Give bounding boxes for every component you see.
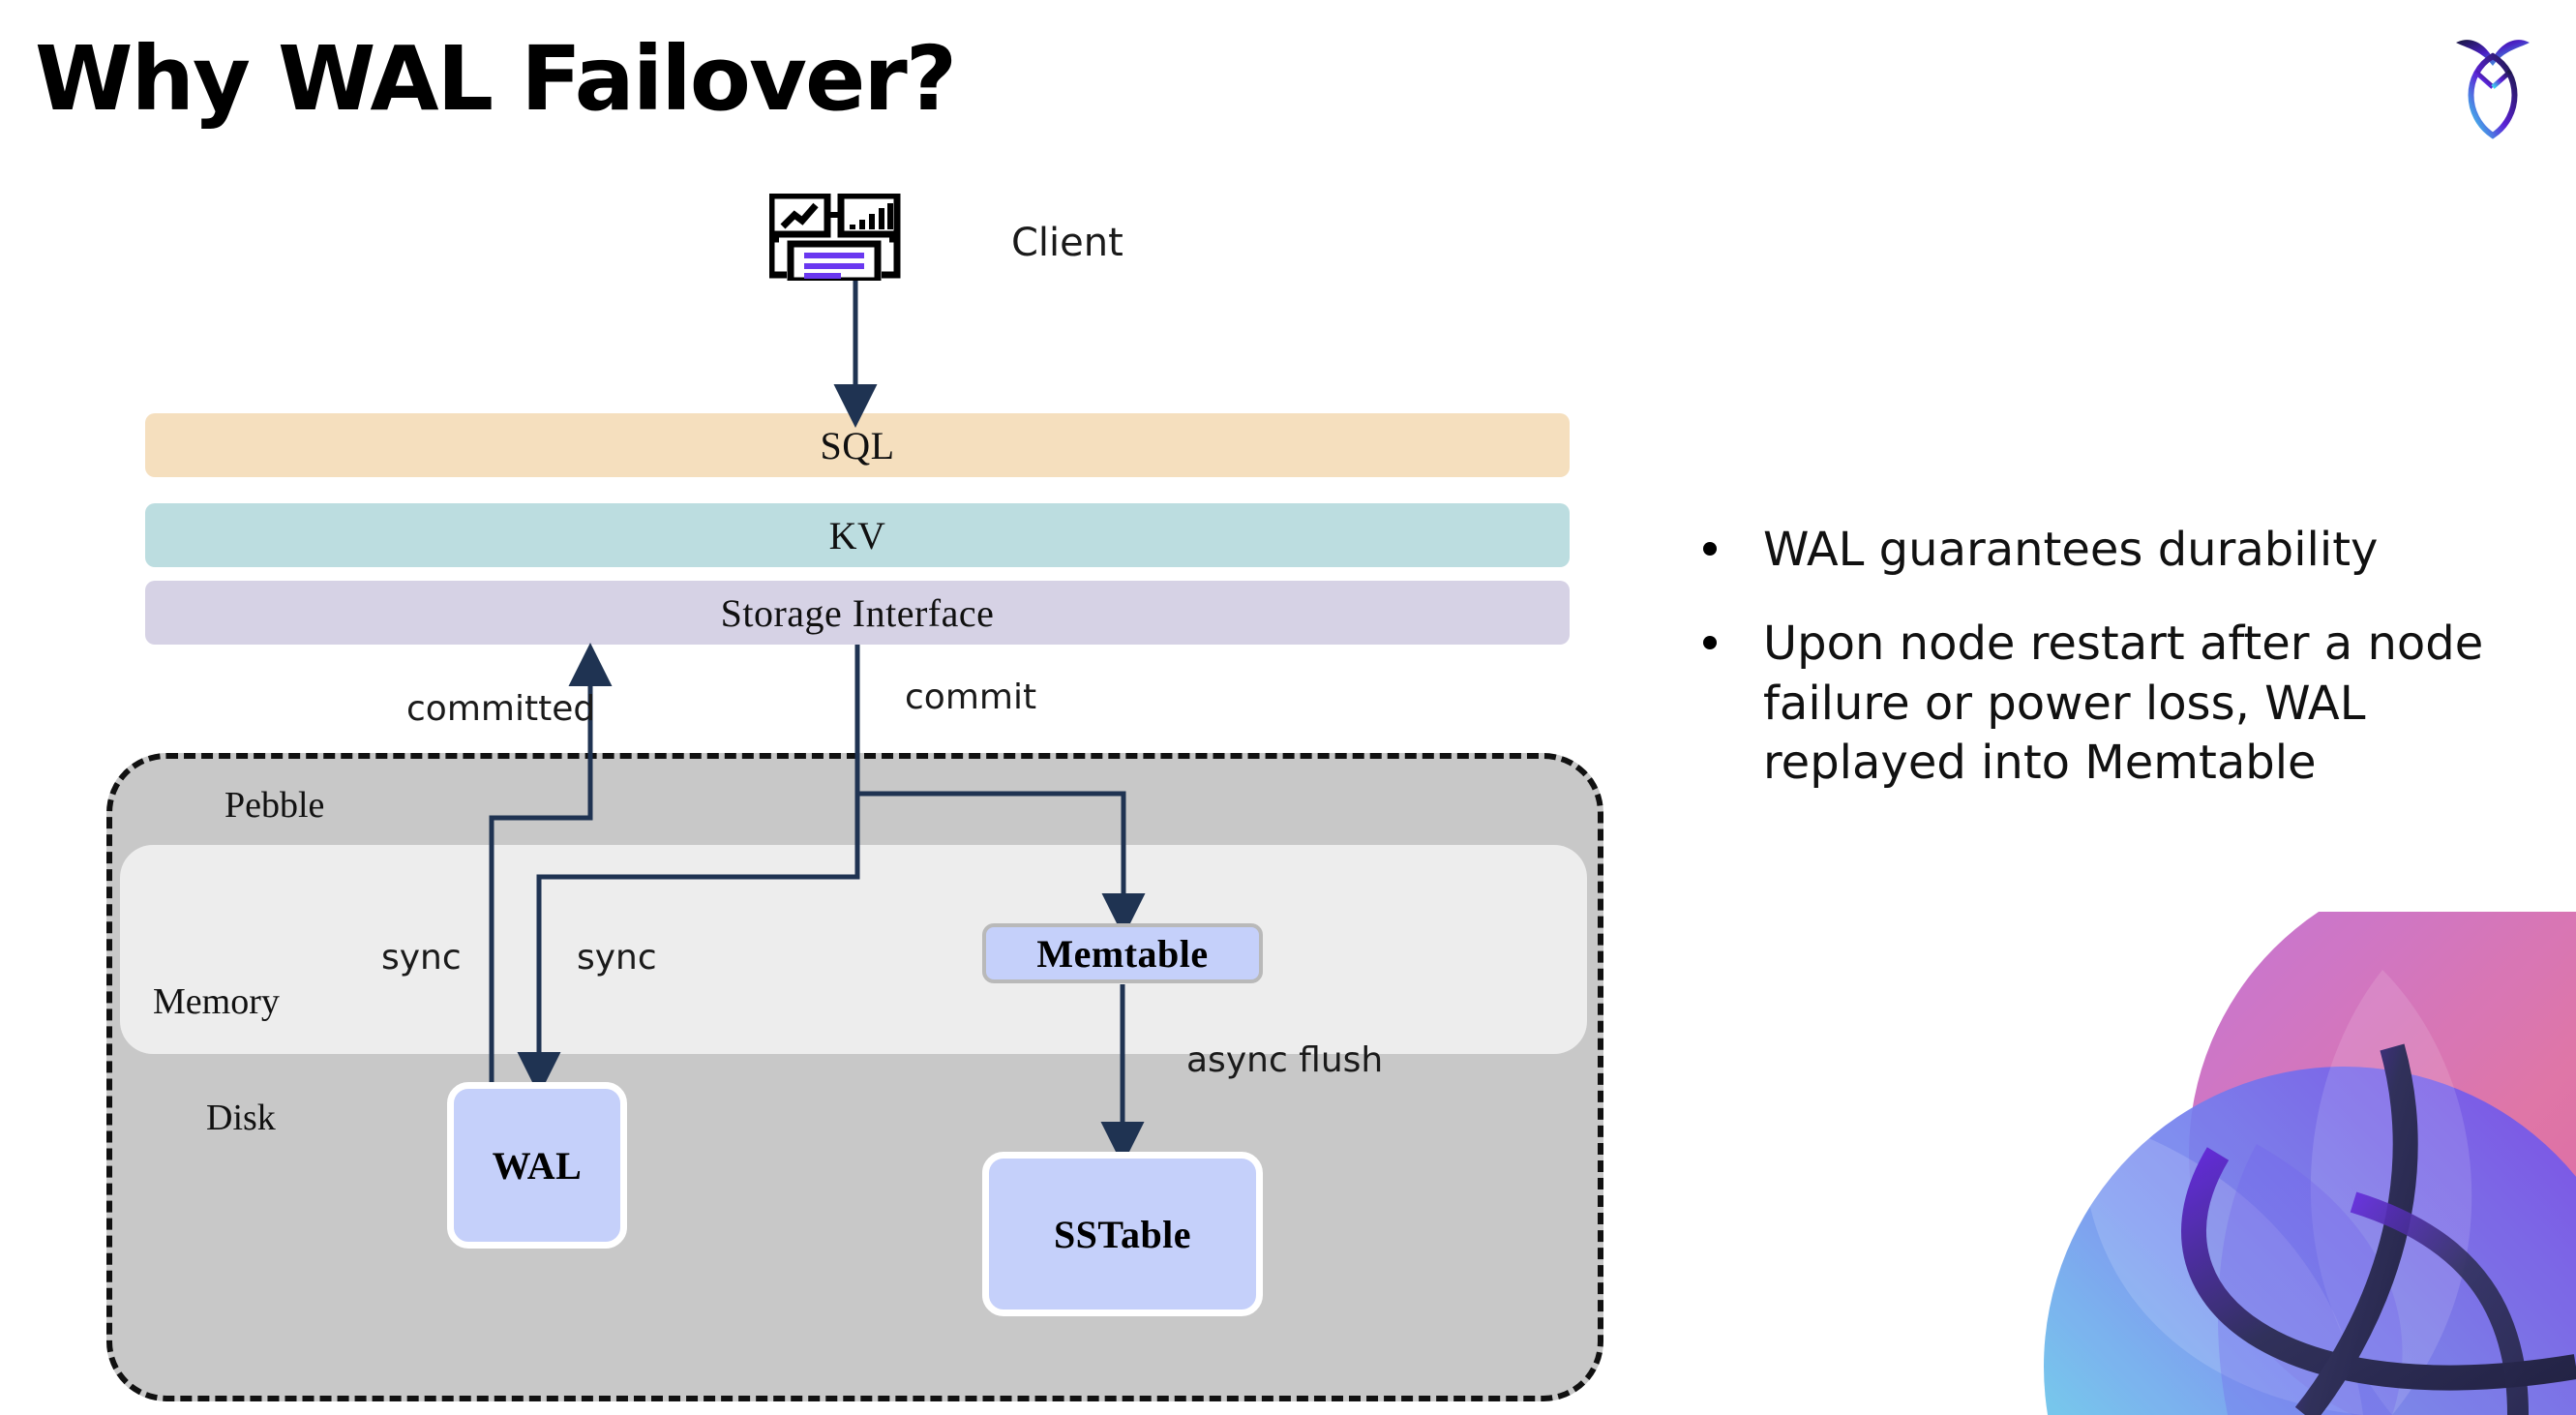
page-title: Why WAL Failover? xyxy=(35,27,957,131)
node-sstable: SSTable xyxy=(982,1152,1263,1316)
layer-bar-sql: SQL xyxy=(145,413,1570,477)
node-wal: WAL xyxy=(447,1082,627,1249)
bullet-text: Upon node restart after a node failure o… xyxy=(1763,617,2484,791)
node-memtable: Memtable xyxy=(982,923,1263,983)
bullet-dot-icon xyxy=(1703,636,1717,650)
list-item: Upon node restart after a node failure o… xyxy=(1703,615,2526,793)
edge-label-commit: commit xyxy=(905,677,1037,717)
node-memtable-label: Memtable xyxy=(1036,931,1209,976)
layer-bar-storage-interface: Storage Interface xyxy=(145,581,1570,645)
memory-zone xyxy=(120,845,1587,1054)
decorative-leaf-artwork xyxy=(1937,912,2576,1415)
layer-bar-kv: KV xyxy=(145,503,1570,567)
pebble-label: Pebble xyxy=(225,785,325,826)
node-sstable-label: SSTable xyxy=(1053,1212,1192,1256)
layer-bar-storage-interface-label: Storage Interface xyxy=(720,590,995,635)
bullet-text: WAL guarantees durability xyxy=(1763,523,2379,577)
node-wal-label: WAL xyxy=(492,1143,583,1188)
layer-bar-sql-label: SQL xyxy=(820,423,895,467)
bullet-dot-icon xyxy=(1703,542,1717,556)
edge-label-sync-right: sync xyxy=(577,938,657,978)
list-item: WAL guarantees durability xyxy=(1703,521,2526,580)
client-icon xyxy=(767,192,924,285)
memory-label: Memory xyxy=(153,981,280,1022)
disk-label: Disk xyxy=(206,1098,276,1138)
edge-label-async-flush: async flush xyxy=(1186,1040,1384,1080)
layer-bar-kv-label: KV xyxy=(828,513,886,557)
client-label: Client xyxy=(1011,221,1123,265)
edge-label-committed: committed xyxy=(406,689,596,729)
edge-label-sync-left: sync xyxy=(381,938,462,978)
bullet-list: WAL guarantees durability Upon node rest… xyxy=(1703,521,2526,828)
cockroachdb-logo xyxy=(2446,23,2539,139)
